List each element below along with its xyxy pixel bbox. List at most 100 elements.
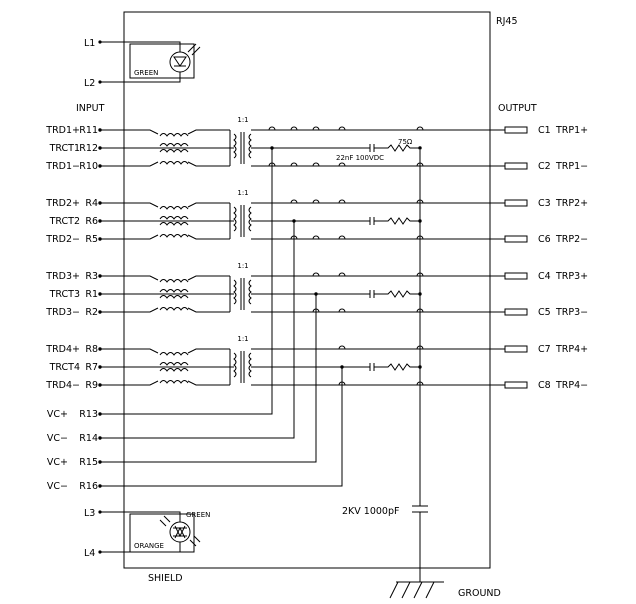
ground-label: GROUND [458, 588, 501, 599]
out-pin-id-2-2: C6 [538, 234, 551, 245]
led-bottom: L3 L4 GREEN ORANGE [84, 508, 210, 559]
out-pin-id-1-1: C1 [538, 125, 551, 136]
input-label: INPUT [76, 103, 105, 114]
output-label: OUTPUT [498, 103, 537, 114]
out-pin-name-2-1: TRP2+ [555, 198, 588, 209]
output-pad-3-1 [504, 272, 528, 280]
pin-name-1-3: TRD1− [45, 161, 80, 172]
pin-id-1-2: R12 [79, 143, 98, 154]
vc-pin-name-1: VC+ [47, 409, 68, 420]
pin-name-3-3: TRD3− [45, 307, 80, 318]
pin-id-3-3: R2 [85, 307, 98, 318]
output-pad-2-1 [504, 199, 528, 207]
ratio-label-1: 1:1 [237, 116, 248, 124]
rc-termination-4 [342, 363, 422, 371]
ratio-label-4: 1:1 [237, 335, 248, 343]
vc-pin-id-1: R13 [79, 409, 98, 420]
led-top-box [129, 43, 195, 79]
out-pin-id-3-2: C5 [538, 307, 551, 318]
pin-name-4-1: TRD4+ [45, 344, 80, 355]
pin-name-4-2: TRCT4 [49, 362, 80, 373]
resistor-3 [374, 290, 420, 298]
vc-pin-1: VC+ R13 [47, 148, 273, 420]
pin-id-3-1: R3 [85, 271, 98, 282]
vc-pin-name-2: VC− [47, 433, 68, 444]
resistor-1 [374, 144, 420, 152]
vc-pin-id-2: R14 [79, 433, 98, 444]
vc-bus-4 [100, 367, 343, 487]
output-pad-3-2 [504, 308, 528, 316]
transformer-1: 1:1 [229, 116, 256, 167]
connector-label: RJ45 [496, 16, 518, 27]
vc-pin-3: VC+ R15 [47, 294, 317, 468]
led-top-pin-2: L2 [84, 78, 95, 89]
out-pin-name-2-2: TRP2− [555, 234, 588, 245]
pin-name-1-1: TRD1+ [45, 125, 80, 136]
vc-pin-id-4: R16 [79, 481, 98, 492]
hv-cap-label: 2KV 1000pF [342, 506, 399, 517]
led-bottom-diode-icon [169, 521, 191, 543]
output-pad-4-2 [504, 381, 528, 389]
out-pin-name-4-2: TRP4− [555, 380, 588, 391]
led-top-color: GREEN [134, 69, 158, 77]
vc-pin-id-3: R15 [79, 457, 98, 468]
pin-name-3-2: TRCT3 [49, 289, 80, 300]
led-top-diode-icon [169, 51, 191, 73]
resistor-2 [374, 217, 420, 225]
pin-name-2-3: TRD2− [45, 234, 80, 245]
pin-id-2-3: R5 [85, 234, 98, 245]
out-pin-id-1-2: C2 [538, 161, 551, 172]
led-top: L1 L2 GREEN [84, 38, 201, 89]
pin-id-4-2: R7 [85, 362, 98, 373]
res-label: 75Ω [398, 138, 413, 146]
vc-bus-1 [100, 148, 273, 415]
rc-termination-1 [272, 144, 422, 152]
pin-id-4-1: R8 [85, 344, 98, 355]
output-pad-2-2 [504, 235, 528, 243]
rc-termination-2 [294, 217, 422, 225]
out-pin-name-3-1: TRP3+ [555, 271, 588, 282]
ratio-label-3: 1:1 [237, 262, 248, 270]
pin-id-1-3: R10 [79, 161, 98, 172]
led-top-pin-1: L1 [84, 38, 95, 49]
out-pin-name-1-2: TRP1− [555, 161, 588, 172]
out-pin-name-1-1: TRP1+ [555, 125, 588, 136]
pin-name-1-2: TRCT1 [49, 143, 80, 154]
pin-name-2-2: TRCT2 [49, 216, 80, 227]
led-bottom-pin-2: L4 [84, 548, 95, 559]
out-pin-id-4-1: C7 [538, 344, 551, 355]
pin-name-2-1: TRD2+ [45, 198, 80, 209]
led-bottom-color-2: ORANGE [134, 542, 164, 550]
vc-bus-3 [100, 294, 317, 463]
out-pin-id-2-1: C3 [538, 198, 551, 209]
resistor-4 [374, 363, 420, 371]
led-bottom-color-1: GREEN [186, 511, 210, 519]
vc-pin-2: VC− R14 [47, 221, 295, 444]
transformer-3: 1:1 [229, 262, 256, 313]
vc-pin-name-3: VC+ [47, 457, 68, 468]
connector-body [123, 11, 491, 569]
out-pin-id-3-1: C4 [538, 271, 551, 282]
output-pad-1-1 [504, 126, 528, 134]
vc-pin-name-4: VC− [47, 481, 68, 492]
led-bottom-pin-1: L3 [84, 508, 95, 519]
ratio-label-2: 1:1 [237, 189, 248, 197]
pin-id-3-2: R1 [85, 289, 98, 300]
rc-termination-3 [316, 290, 422, 298]
pin-id-1-1: R11 [79, 125, 98, 136]
transformer-4: 1:1 [229, 335, 256, 386]
vc-pin-4: VC− R16 [47, 367, 343, 492]
hv-capacitor [389, 150, 444, 599]
crossing-hops [268, 126, 424, 386]
out-pin-name-3-2: TRP3− [555, 307, 588, 318]
ground-icon [389, 581, 444, 599]
vc-bus-2 [100, 221, 295, 439]
pin-name-4-3: TRD4− [45, 380, 80, 391]
